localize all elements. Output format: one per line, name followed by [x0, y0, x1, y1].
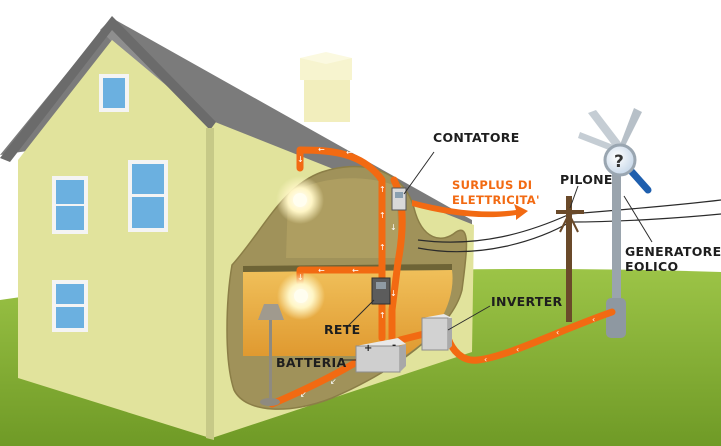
svg-text:←: ←	[346, 148, 353, 157]
pilone-pointer	[569, 185, 579, 209]
gable-eave	[0, 16, 216, 162]
magnifier-question-icon[interactable]: ?	[603, 143, 652, 194]
svg-text:↑: ↑	[379, 185, 386, 194]
rete-box	[345, 277, 391, 329]
svg-text:?: ?	[614, 152, 624, 172]
label-surplus-line1: SURPLUS DI	[452, 178, 533, 192]
flow-upper-circuit	[296, 146, 386, 184]
label-generatore-line2: EOLICO	[625, 259, 679, 274]
label-rete: RETE	[324, 322, 361, 337]
svg-text:↙: ↙	[300, 390, 307, 399]
flow-inverter-to-battery	[396, 330, 428, 344]
power-lines	[417, 199, 721, 253]
battery-minus: -	[392, 340, 396, 351]
svg-text:‹: ‹	[592, 315, 595, 324]
svg-text:↑: ↑	[379, 243, 386, 252]
svg-text:←: ←	[352, 266, 359, 275]
svg-text:‹: ‹	[484, 355, 487, 364]
generatore-pointer	[623, 195, 653, 243]
flow-lamp-line	[268, 356, 364, 408]
floor-lamp	[258, 304, 284, 406]
battery-plus: +	[364, 343, 372, 354]
svg-text:←: ←	[318, 266, 325, 275]
window-upper-right	[128, 160, 168, 232]
window-lower-left	[52, 280, 88, 332]
svg-text:↙: ↙	[330, 377, 337, 386]
front-wall	[18, 40, 210, 438]
label-surplus-line2: ELETTRICITA'	[452, 193, 540, 207]
flow-turbine-to-inverter	[444, 308, 616, 364]
inverter	[421, 305, 491, 351]
surplus-arrow	[412, 200, 528, 220]
svg-text:↓: ↓	[390, 223, 397, 232]
svg-text:↑: ↑	[379, 211, 386, 220]
label-batteria: BATTERIA	[276, 355, 347, 370]
label-generatore-line1: GENERATORE	[625, 244, 721, 259]
wall-corner	[206, 128, 214, 440]
svg-text:↓: ↓	[297, 155, 304, 164]
label-contatore: CONTATORE	[433, 130, 520, 145]
label-inverter: INVERTER	[491, 294, 563, 309]
svg-text:‹: ‹	[516, 345, 519, 354]
light-bulb-upper	[276, 176, 324, 224]
svg-text:↓: ↓	[390, 289, 397, 298]
svg-text:↑: ↑	[379, 311, 386, 320]
battery: + -	[340, 338, 406, 373]
label-surplus: SURPLUS DI ELETTRICITA'	[452, 178, 540, 208]
svg-text:←: ←	[318, 145, 325, 154]
label-generatore: GENERATORE EOLICO	[625, 244, 721, 274]
utility-pole	[556, 196, 584, 322]
meter	[391, 151, 435, 211]
label-pilone: PILONE	[560, 172, 613, 187]
chimney	[300, 52, 352, 122]
window-upper-left	[52, 176, 88, 234]
svg-text:‹: ‹	[556, 328, 559, 337]
light-bulb-lower	[277, 272, 325, 320]
attic-window	[99, 74, 129, 112]
